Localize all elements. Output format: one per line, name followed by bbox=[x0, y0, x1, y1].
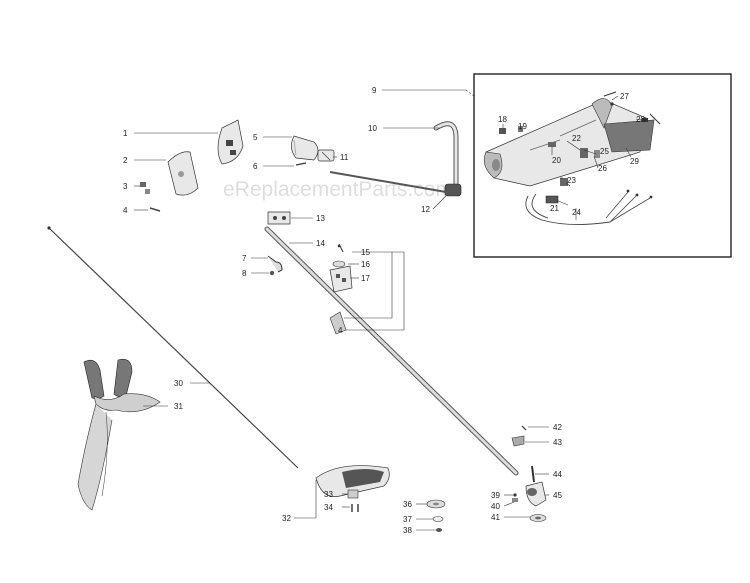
callout-16: 16 bbox=[361, 260, 370, 269]
nut-3 bbox=[140, 182, 150, 194]
link-rod bbox=[329, 171, 447, 193]
callout-37: 37 bbox=[403, 515, 412, 524]
callout-45: 45 bbox=[553, 491, 562, 500]
callout-23: 23 bbox=[567, 176, 576, 185]
callout-2: 2 bbox=[123, 156, 128, 165]
callout-15: 15 bbox=[361, 248, 370, 257]
screw-42 bbox=[521, 425, 527, 431]
callout-30: 30 bbox=[174, 379, 183, 388]
callout-10: 10 bbox=[368, 124, 377, 133]
lever-assembly bbox=[329, 243, 353, 293]
drive-shaft bbox=[264, 226, 519, 476]
callout-34: 34 bbox=[324, 503, 333, 512]
callout-38: 38 bbox=[403, 526, 412, 535]
screw-4 bbox=[149, 207, 161, 212]
leader-lines bbox=[134, 89, 643, 531]
callout-9: 9 bbox=[372, 86, 377, 95]
bracket-13 bbox=[267, 211, 291, 225]
callout-24: 24 bbox=[572, 208, 581, 217]
flex-cable bbox=[48, 227, 299, 469]
callout-41: 41 bbox=[491, 513, 500, 522]
callout-44: 44 bbox=[553, 470, 562, 479]
bracket-33 bbox=[347, 489, 359, 499]
callout-13: 13 bbox=[316, 214, 325, 223]
grip bbox=[444, 183, 462, 197]
callout-20: 20 bbox=[552, 156, 561, 165]
callout-1: 1 bbox=[123, 129, 128, 138]
callout-17: 17 bbox=[361, 274, 370, 283]
callout-28: 28 bbox=[636, 115, 645, 124]
inset-wiring bbox=[525, 189, 653, 226]
callout-21: 21 bbox=[550, 204, 559, 213]
callout-14: 14 bbox=[316, 239, 325, 248]
cover-part bbox=[167, 151, 199, 196]
handle-bar bbox=[433, 121, 459, 189]
callout-39: 39 bbox=[491, 491, 500, 500]
callout-40: 40 bbox=[491, 502, 500, 511]
callout-25: 25 bbox=[600, 147, 609, 156]
callout-12: 12 bbox=[421, 205, 430, 214]
callout-43: 43 bbox=[553, 438, 562, 447]
callout-7: 7 bbox=[242, 254, 247, 263]
callout-4-lower: 4 bbox=[338, 326, 343, 335]
callout-6: 6 bbox=[253, 162, 258, 171]
callout-31: 31 bbox=[174, 402, 183, 411]
clip-43 bbox=[511, 435, 525, 447]
handle-grip-part bbox=[291, 135, 319, 161]
gear-head bbox=[512, 465, 547, 522]
callout-19: 19 bbox=[518, 122, 527, 131]
callout-4: 4 bbox=[123, 206, 128, 215]
clamp-part bbox=[217, 119, 244, 165]
hook-7 bbox=[267, 255, 283, 273]
callout-18: 18 bbox=[498, 115, 507, 124]
screw-6 bbox=[295, 162, 307, 166]
washer-37 bbox=[432, 516, 444, 522]
watermark: eReplacementParts.com bbox=[223, 178, 453, 201]
callout-26: 26 bbox=[598, 164, 607, 173]
callout-3: 3 bbox=[123, 182, 128, 191]
callout-5: 5 bbox=[253, 133, 258, 142]
callout-labels: 1 2 3 4 5 6 7 8 9 10 11 12 13 14 15 16 1… bbox=[123, 86, 645, 535]
callout-22: 22 bbox=[572, 134, 581, 143]
callout-29: 29 bbox=[630, 157, 639, 166]
screw-34 bbox=[351, 504, 359, 512]
callout-36: 36 bbox=[403, 500, 412, 509]
guard-32 bbox=[315, 465, 390, 497]
callout-27: 27 bbox=[620, 92, 629, 101]
detail-inset-box bbox=[473, 73, 732, 258]
callout-11: 11 bbox=[340, 153, 349, 162]
throttle-part bbox=[317, 149, 335, 162]
callout-42: 42 bbox=[553, 423, 562, 432]
inset-housing bbox=[483, 98, 655, 187]
nut-8 bbox=[269, 270, 275, 276]
callout-32: 32 bbox=[282, 514, 291, 523]
callout-33: 33 bbox=[324, 490, 333, 499]
harness-31 bbox=[77, 358, 161, 511]
nut-38 bbox=[436, 528, 442, 532]
callout-8: 8 bbox=[242, 269, 247, 278]
